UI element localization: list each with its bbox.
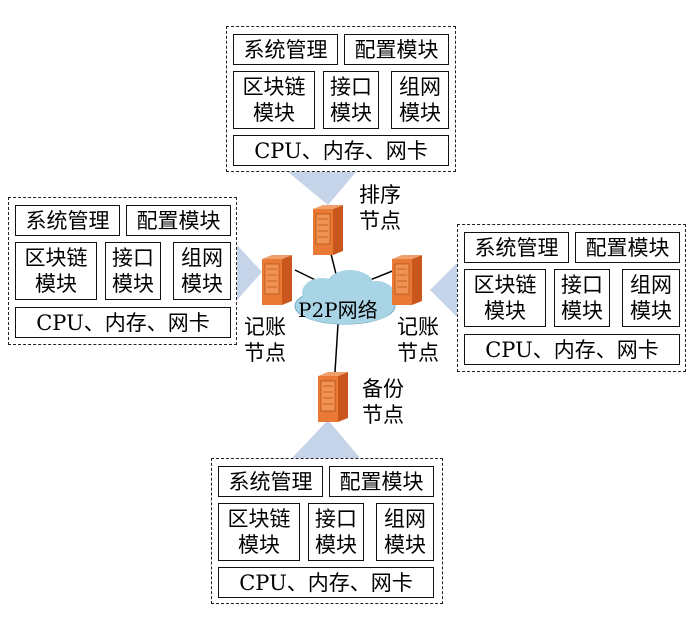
- ledger-right-node-label: 记账 节点: [393, 314, 443, 366]
- config-module-box: 配置模块: [329, 466, 434, 497]
- backup-node-label-2: 节点: [362, 403, 404, 427]
- interface-module-label-2: 模块: [315, 533, 357, 557]
- blockchain-module-label-2: 模块: [253, 101, 295, 125]
- ledger-right-node-label-1: 记账: [397, 315, 439, 339]
- interface-module-label-1: 接口: [315, 507, 357, 531]
- connector-bottom: [292, 420, 360, 458]
- blockchain-module-box: 区块链 模块: [218, 503, 300, 561]
- network-module-label-1: 组网: [384, 507, 426, 531]
- system-management-box: 系统管理: [233, 34, 338, 65]
- config-module-box: 配置模块: [126, 205, 231, 236]
- network-module-label-2: 模块: [399, 101, 441, 125]
- interface-module-label-2: 模块: [330, 101, 372, 125]
- panel-left: 系统管理 配置模块 区块链 模块 接口 模块 组网 模块 CPU、内存、网卡: [8, 197, 237, 345]
- blockchain-module-label-2: 模块: [484, 299, 526, 323]
- hardware-label: CPU、内存、网卡: [254, 138, 428, 163]
- blockchain-module-label-1: 区块链: [227, 507, 291, 531]
- cloud-icon: [294, 270, 396, 325]
- interface-module-label-1: 接口: [330, 75, 372, 99]
- ordering-server-icon: [313, 205, 343, 255]
- system-management-label: 系统管理: [243, 37, 328, 62]
- ledger-right-node-label-2: 节点: [397, 341, 439, 365]
- ledger-left-node-label-1: 记账: [244, 315, 286, 339]
- blockchain-module-label-2: 模块: [35, 272, 77, 296]
- connector-top: [288, 172, 356, 205]
- blockchain-module-box: 区块链 模块: [464, 269, 546, 327]
- blockchain-module-label-2: 模块: [238, 533, 280, 557]
- blockchain-module-box: 区块链 模块: [15, 242, 97, 300]
- config-module-box: 配置模块: [344, 34, 449, 65]
- interface-module-label-2: 模块: [112, 272, 154, 296]
- config-module-label: 配置模块: [585, 235, 670, 260]
- system-management-label: 系统管理: [228, 469, 313, 494]
- interface-module-box: 接口 模块: [308, 503, 364, 561]
- network-module-label-2: 模块: [630, 299, 672, 323]
- network-module-box: 组网 模块: [622, 269, 680, 327]
- network-module-box: 组网 模块: [173, 242, 231, 300]
- backup-node-label-1: 备份: [362, 377, 404, 401]
- hardware-label: CPU、内存、网卡: [485, 337, 659, 362]
- panel-bottom: 系统管理 配置模块 区块链 模块 接口 模块 组网 模块 CPU、内存、网卡: [211, 458, 443, 604]
- interface-module-box: 接口 模块: [323, 71, 379, 129]
- panel-right: 系统管理 配置模块 区块链 模块 接口 模块 组网 模块 CPU、内存、网卡: [457, 224, 686, 372]
- interface-module-label-1: 接口: [561, 273, 603, 297]
- system-management-label: 系统管理: [25, 208, 110, 233]
- interface-module-label-1: 接口: [112, 246, 154, 270]
- network-module-label-1: 组网: [630, 273, 672, 297]
- ordering-node-label-1: 排序: [359, 183, 401, 207]
- network-module-label-1: 组网: [181, 246, 223, 270]
- blockchain-module-label-1: 区块链: [473, 273, 537, 297]
- hardware-label: CPU、内存、网卡: [239, 570, 413, 595]
- backup-node-label: 备份 节点: [358, 376, 408, 428]
- ordering-node-label: 排序 节点: [355, 182, 405, 234]
- ledger-right-server-icon: [392, 255, 422, 305]
- hardware-box: CPU、内存、网卡: [233, 135, 449, 166]
- system-management-box: 系统管理: [15, 205, 120, 236]
- hardware-box: CPU、内存、网卡: [464, 334, 680, 365]
- network-module-label-2: 模块: [384, 533, 426, 557]
- system-management-box: 系统管理: [464, 232, 569, 263]
- blockchain-module-label-1: 区块链: [242, 75, 306, 99]
- network-module-label-1: 组网: [399, 75, 441, 99]
- ordering-node-label-2: 节点: [359, 209, 401, 233]
- interface-module-box: 接口 模块: [554, 269, 610, 327]
- network-module-box: 组网 模块: [376, 503, 434, 561]
- interface-module-label-2: 模块: [561, 299, 603, 323]
- connector-left: [237, 245, 262, 300]
- hardware-box: CPU、内存、网卡: [15, 307, 231, 338]
- system-management-label: 系统管理: [474, 235, 559, 260]
- blockchain-module-box: 区块链 模块: [233, 71, 315, 129]
- ledger-left-node-label: 记账 节点: [240, 314, 290, 366]
- config-module-label: 配置模块: [136, 208, 221, 233]
- interface-module-box: 接口 模块: [105, 242, 161, 300]
- config-module-label: 配置模块: [339, 469, 424, 494]
- network-label: P2P网络: [298, 298, 378, 322]
- ledger-left-server-icon: [262, 255, 292, 305]
- network-module-label-2: 模块: [181, 272, 223, 296]
- hardware-box: CPU、内存、网卡: [218, 567, 434, 598]
- network-module-box: 组网 模块: [391, 71, 449, 129]
- system-management-box: 系统管理: [218, 466, 323, 497]
- config-module-box: 配置模块: [575, 232, 680, 263]
- config-module-label: 配置模块: [354, 37, 439, 62]
- ledger-left-node-label-2: 节点: [244, 341, 286, 365]
- panel-top: 系统管理 配置模块 区块链 模块 接口 模块 组网 模块 CPU、内存、网卡: [226, 26, 456, 172]
- backup-server-icon: [318, 372, 348, 422]
- hardware-label: CPU、内存、网卡: [36, 310, 210, 335]
- blockchain-module-label-1: 区块链: [24, 246, 88, 270]
- connector-right: [430, 262, 458, 318]
